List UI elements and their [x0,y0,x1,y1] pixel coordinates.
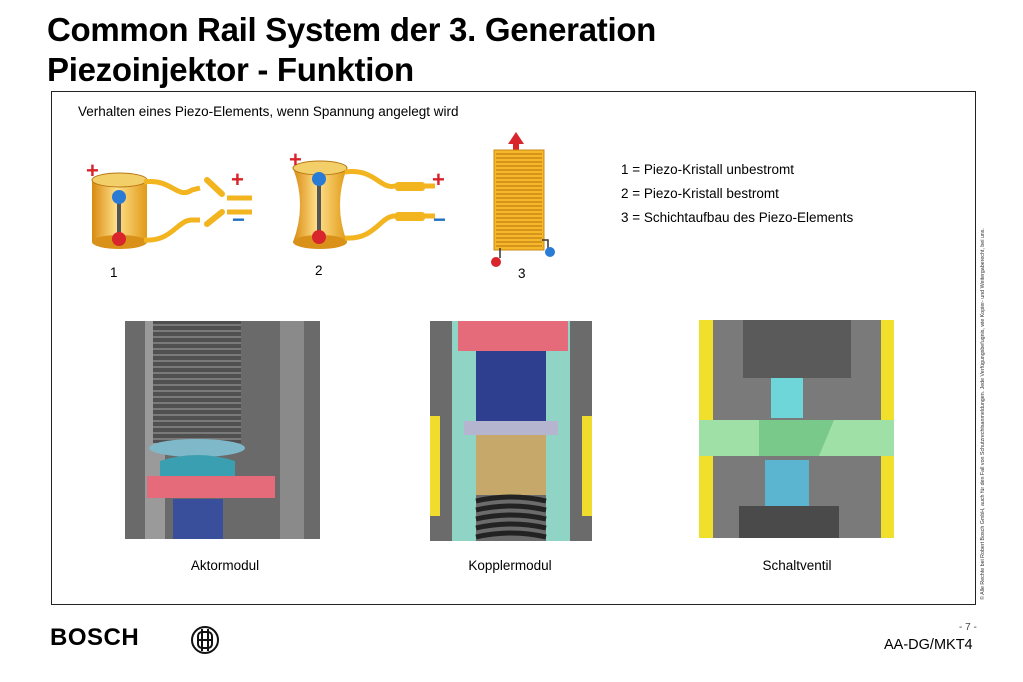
document-code: AA-DG/MKT4 [884,637,973,653]
plus-sign-1b: + [231,167,244,192]
title-line-1: Common Rail System der 3. Generation [47,11,657,48]
minus-sign-2: − [433,207,446,232]
switching-valve-image [699,320,894,538]
legend-item-1: 1 = Piezo-Kristall unbestromt [621,162,794,177]
caption-kopplermodul: Kopplermodul [468,558,552,573]
plus-sign-1a: + [86,158,99,183]
legend: 1 = Piezo-Kristall unbestromt 2 = Piezo-… [621,158,853,230]
piezo-label-1: 1 [110,265,118,280]
diagram-subtitle: Verhalten eines Piezo-Elements, wenn Spa… [78,104,459,119]
plus-sign-2b: + [432,167,445,192]
copyright-notice: © Alle Rechte bei Robert Bosch GmbH, auc… [980,228,986,600]
caption-aktormodul: Aktormodul [190,558,260,573]
piezo-crystal-unpowered-illustration [91,172,252,249]
plus-sign-2a: + [289,147,302,172]
minus-sign-1: − [232,207,245,232]
page-number: - 7 - [959,622,977,633]
piezo-stack-illustration [491,132,555,267]
bosch-armature-logo-icon [191,626,219,654]
piezo-crystal-powered-illustration [292,160,435,249]
slide-title: Common Rail System der 3. Generation Pie… [47,10,656,90]
coupler-module-image [430,321,592,541]
piezo-label-2: 2 [315,263,323,278]
bosch-wordmark: BOSCH [50,624,140,651]
piezo-label-3: 3 [518,266,526,281]
legend-item-2: 2 = Piezo-Kristall bestromt [621,186,779,201]
content-frame [51,91,976,605]
caption-schaltventil: Schaltventil [762,558,832,573]
title-line-2: Piezoinjektor - Funktion [47,51,414,88]
legend-item-3: 3 = Schichtaufbau des Piezo-Elements [621,210,854,225]
actuator-module-image [125,321,320,539]
